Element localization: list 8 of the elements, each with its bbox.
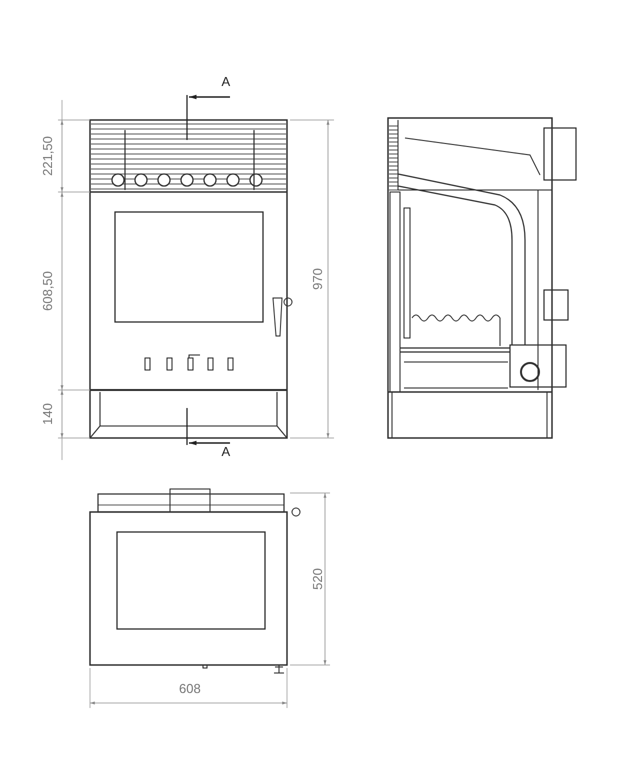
dimension-value: 221,50 [40,136,55,176]
dimension-value: 140 [40,403,55,425]
dimension-value: 970 [310,268,325,290]
section-label: A [222,75,230,89]
dimension-value: 520 [310,568,325,590]
dimension-value: 608 [179,682,201,696]
section-label: A [222,445,230,459]
dimension-value: 608,50 [40,271,55,311]
